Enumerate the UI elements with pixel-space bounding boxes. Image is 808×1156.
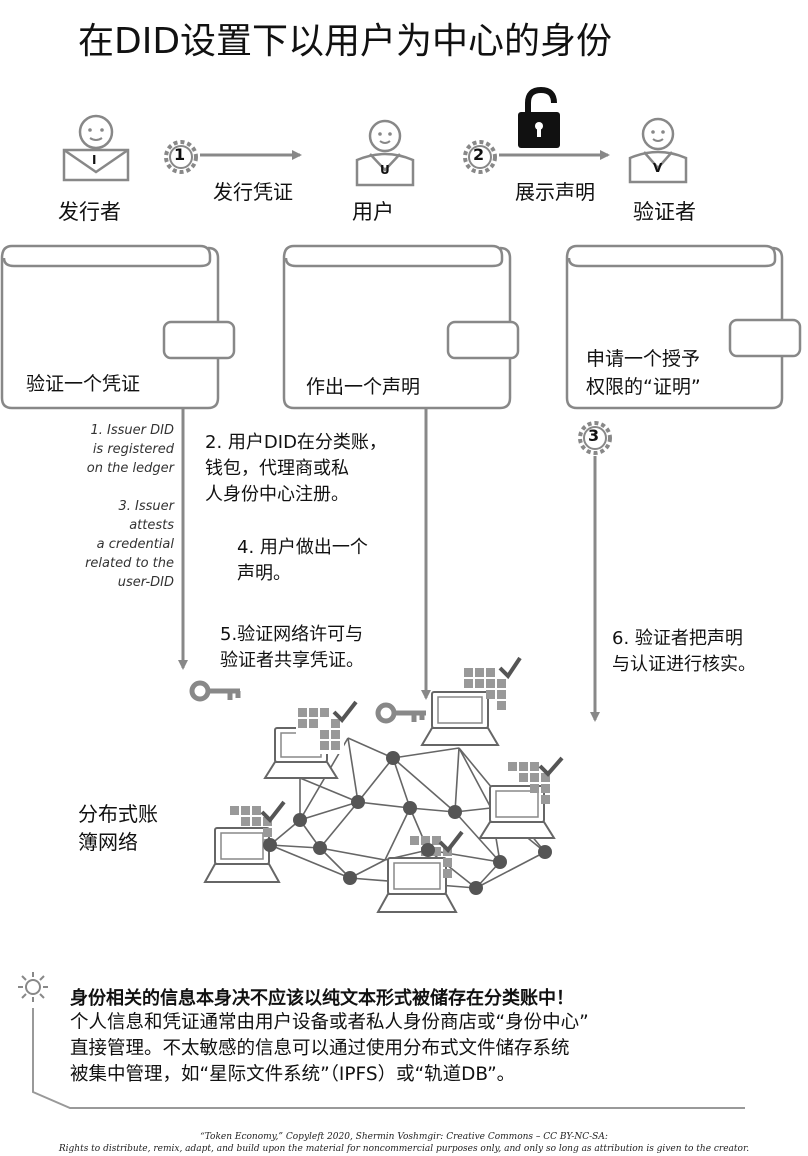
- user-label: 用户: [352, 200, 394, 224]
- step1-gear-icon: [164, 140, 198, 174]
- user-person-icon: [355, 119, 415, 187]
- step3-number: 3: [588, 426, 600, 445]
- key-icon-2: [375, 702, 426, 724]
- note-6: 6. 验证者把声明 与认证进行核实。: [612, 628, 756, 675]
- padlock-icon: [518, 86, 560, 148]
- note-2: 2. 用户DID在分类账， 钱包，代理商或私 人身份中心注册。: [205, 432, 387, 505]
- step2-gear-icon: [463, 140, 497, 174]
- laptop-icon: [263, 700, 358, 779]
- warning-bracket: [32, 1008, 745, 1109]
- note-4: 4. 用户做出一个 声明。: [237, 537, 368, 584]
- warning-text: 个人信息和凭证通常由用户设备或者私人身份商店或“身份中心” 直接管理。不太敏感的…: [70, 1012, 589, 1085]
- verifier-wallet-text-2: 权限的“证明”: [586, 376, 701, 398]
- network-nodes: [263, 751, 552, 895]
- verifier-person-icon: [628, 117, 688, 184]
- issuer-wallet-text: 验证一个凭证: [26, 373, 141, 395]
- verifier-label: 验证者: [633, 200, 696, 224]
- step1-number: 1: [174, 145, 186, 164]
- checkmark-icon: [332, 700, 358, 724]
- verifier-wallet-icon: [565, 244, 802, 410]
- key-icon: [189, 680, 241, 702]
- verifier-wallet-text-1: 申请一个授予: [586, 348, 701, 370]
- issuer-note-3: 3. Issuer attests a credential related t…: [85, 499, 174, 590]
- network-label: 分布式账 簿网络: [78, 802, 158, 854]
- laptop-icon-4: [203, 800, 286, 883]
- user-wallet-icon: [282, 244, 520, 410]
- footer-credit: “Token Economy,” Copyleft 2020, Shermin …: [58, 1132, 750, 1154]
- issuer-letter: I: [92, 153, 97, 167]
- page-title: 在DID设置下以用户为中心的身份: [78, 21, 613, 62]
- issuer-note-1: 1. Issuer DID is registered on the ledge…: [86, 423, 174, 476]
- step2-number: 2: [473, 145, 485, 164]
- laptop-icon-2: [420, 656, 522, 746]
- step2-label: 展示声明: [515, 180, 595, 204]
- warning-heading: 身份相关的信息本身决不应该以纯文本形式被储存在分类账中！: [70, 988, 574, 1009]
- lightbulb-icon: [18, 972, 48, 1002]
- issuer-person-icon: [62, 114, 130, 182]
- issuer-wallet-icon: [0, 244, 236, 410]
- note-5: 5.验证网络许可与 验证者共享凭证。: [220, 624, 364, 671]
- step3-gear-icon: [578, 421, 612, 455]
- user-letter: U: [380, 163, 390, 177]
- issuer-label: 发行者: [58, 200, 121, 224]
- step1-label: 发行凭证: [213, 180, 293, 204]
- laptop-icon-5: [376, 830, 464, 913]
- laptop-icon-3: [478, 756, 564, 839]
- verifier-letter: V: [653, 161, 663, 175]
- user-wallet-text: 作出一个声明: [306, 376, 421, 398]
